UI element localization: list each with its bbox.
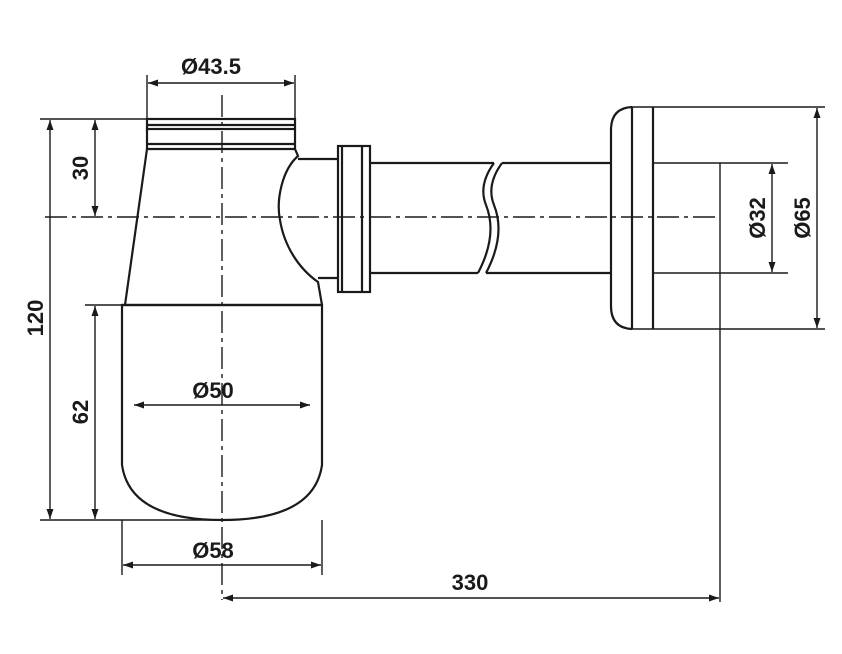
dim-outlet-diameter: Ø32: [745, 197, 770, 239]
dim-inlet-to-axis: 30: [68, 156, 93, 180]
wall-rosette: [609, 105, 825, 602]
dimension-lines: [46, 79, 821, 602]
dim-body-inner-diameter: Ø50: [192, 378, 234, 403]
outlet-pipe: [298, 144, 611, 294]
dim-body-outer-diameter: Ø58: [192, 538, 234, 563]
dim-wall-distance: 330: [452, 570, 489, 595]
dim-total-height: 120: [23, 300, 48, 337]
dim-cup-height: 62: [68, 400, 93, 424]
extension-lines: [40, 75, 323, 575]
centerlines: [45, 95, 720, 600]
dim-top-diameter: Ø43.5: [181, 54, 241, 79]
dim-rosette-diameter: Ø65: [790, 197, 815, 239]
trap-body: [120, 117, 324, 522]
